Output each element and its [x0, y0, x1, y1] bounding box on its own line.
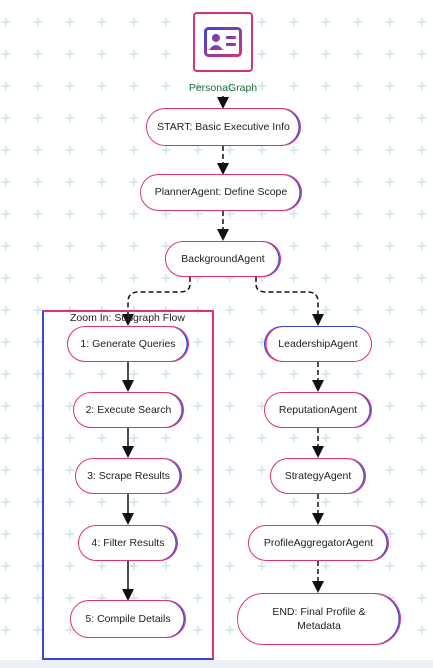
node-reputation-agent[interactable]: ReputationAgent [264, 392, 372, 428]
node-planner-agent[interactable]: PlannerAgent: Define Scope [140, 174, 302, 211]
node-strategy-label: StrategyAgent [284, 469, 352, 482]
node-strategy-agent[interactable]: StrategyAgent [270, 458, 366, 494]
step-label: 5: Compile Details [85, 612, 171, 625]
step-label: 3: Scrape Results [87, 469, 170, 482]
bottom-strip [0, 660, 433, 668]
persona-id-card-icon [204, 27, 242, 57]
subgraph-step-generate-queries[interactable]: 1: Generate Queries [67, 326, 189, 362]
subgraph-container [42, 310, 214, 660]
node-background-agent[interactable]: BackgroundAgent [165, 241, 281, 277]
subgraph-step-compile-details[interactable]: 5: Compile Details [70, 600, 186, 638]
step-label: 4: Filter Results [91, 536, 165, 549]
subgraph-step-scrape-results[interactable]: 3: Scrape Results [75, 458, 182, 494]
node-end-label: END: Final Profile & Metadata [272, 605, 366, 632]
node-start[interactable]: START: Basic Executive Info [146, 108, 301, 146]
step-label: 1: Generate Queries [80, 337, 176, 350]
subgraph-step-filter-results[interactable]: 4: Filter Results [78, 525, 178, 561]
subgraph-step-execute-search[interactable]: 2: Execute Search [73, 392, 184, 428]
node-profile-aggregator-agent[interactable]: ProfileAggregatorAgent [248, 525, 389, 561]
node-aggregator-label: ProfileAggregatorAgent [263, 536, 374, 549]
node-reputation-label: ReputationAgent [278, 403, 358, 416]
node-leadership-label: LeadershipAgent [278, 337, 358, 350]
persona-graph-label: PersonaGraph [188, 82, 258, 94]
step-label: 2: Execute Search [85, 403, 172, 416]
node-leadership-agent[interactable]: LeadershipAgent [264, 326, 372, 362]
subgraph-title: Zoom In: Subgraph Flow [70, 312, 185, 324]
node-background-label: BackgroundAgent [181, 252, 265, 265]
node-start-label: START: Basic Executive Info [157, 120, 290, 133]
node-end[interactable]: END: Final Profile & Metadata [237, 593, 401, 645]
persona-graph-icon-node[interactable] [193, 12, 253, 72]
node-planner-label: PlannerAgent: Define Scope [154, 186, 288, 199]
